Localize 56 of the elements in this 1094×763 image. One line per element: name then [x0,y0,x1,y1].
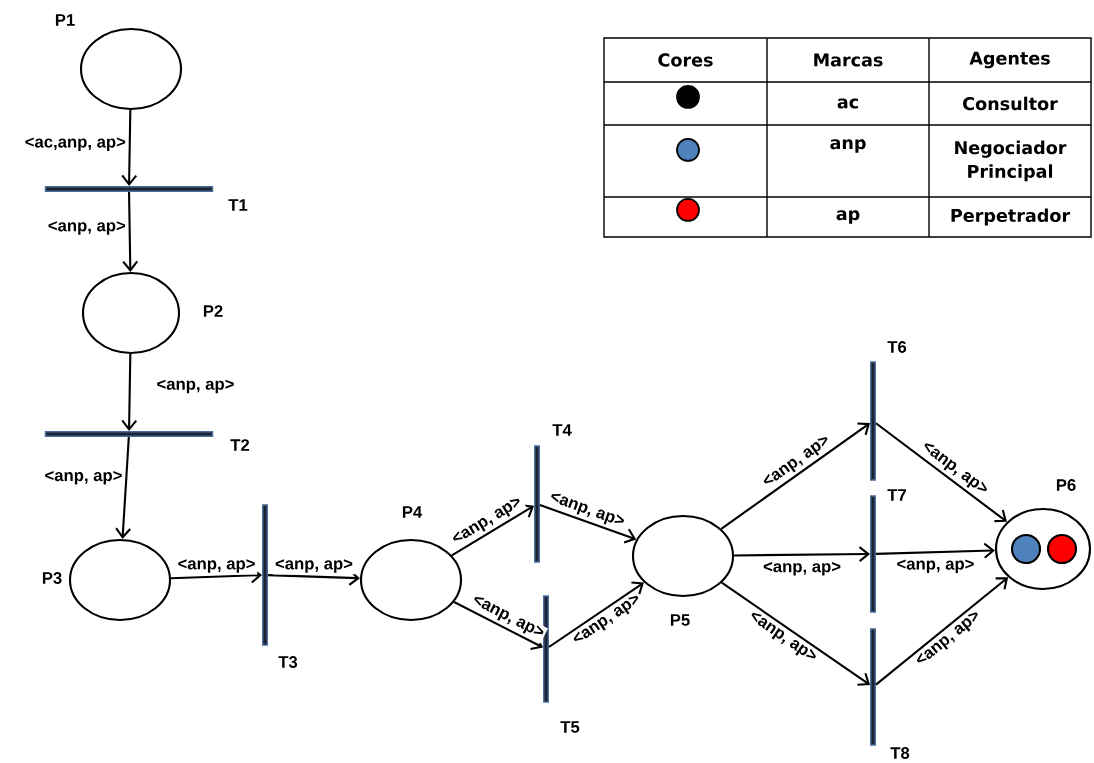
edge-label: <anp, ap> [42,469,125,487]
table-cell-text: ap [836,210,860,224]
transition-bar: T6 [870,341,907,481]
arrow [875,577,1009,686]
arrow [721,581,871,686]
arrow [720,422,871,530]
node-label: P5 [670,614,690,626]
arrow [875,542,995,559]
node-label: T1 [228,199,248,211]
table-cell-text: Cores [658,53,713,67]
edge-label: <anp, ap> [175,557,258,575]
table-cell-text: Negociador Principal [955,140,1067,182]
edge-label: <anp, ap> [568,590,646,651]
table-cell-text: Perpetrador [951,208,1071,226]
arrow [121,110,138,187]
edge-label: <anp, ap> [154,377,237,395]
edge-label: <ac,anp, ap> [23,135,128,153]
arrow [122,191,139,272]
arrow [548,581,644,648]
arrow [115,436,131,539]
node-label: T5 [560,721,580,733]
edge-label: <anp, ap> [758,431,836,493]
node-label: P2 [203,305,223,317]
node-label: T4 [552,424,572,436]
arrow [121,354,138,432]
edge-label: <anp, ap> [467,591,548,644]
edge-label: <anp, ap> [448,493,527,550]
table-cell-text: Marcas [814,53,883,67]
arrow [453,601,544,650]
edge-label: <anp, ap> [273,557,355,575]
edge-label: <anp, ap> [761,560,843,578]
table-cell-text: anp [830,139,866,153]
node-label: P6 [1056,479,1076,491]
node-label: T2 [230,439,250,451]
node-label: P3 [42,572,62,584]
node-label: T6 [887,341,907,353]
node-label: T7 [887,489,907,501]
node-label: T8 [890,747,910,759]
edge-label: <anp, ap> [46,219,128,237]
edge-label: <anp, ap> [894,557,977,575]
table-cell-text: Consultor [963,96,1058,111]
node-label: T3 [278,656,298,668]
arrow [875,422,1007,523]
arrow [734,546,871,562]
arrow [451,504,535,557]
table-cell-text: Agentes [969,51,1050,69]
edge-label: <anp, ap> [545,488,629,533]
node-label: P4 [402,506,423,518]
transition-bar: T2 [44,431,250,451]
edge-label: <anp, ap> [911,606,986,672]
transition-bar: T8 [870,628,910,759]
table-cell-text: ac [837,98,858,109]
transition-bar: T1 [44,186,248,211]
token [1046,533,1078,565]
arrow [539,504,637,544]
node-label: P1 [55,14,75,26]
